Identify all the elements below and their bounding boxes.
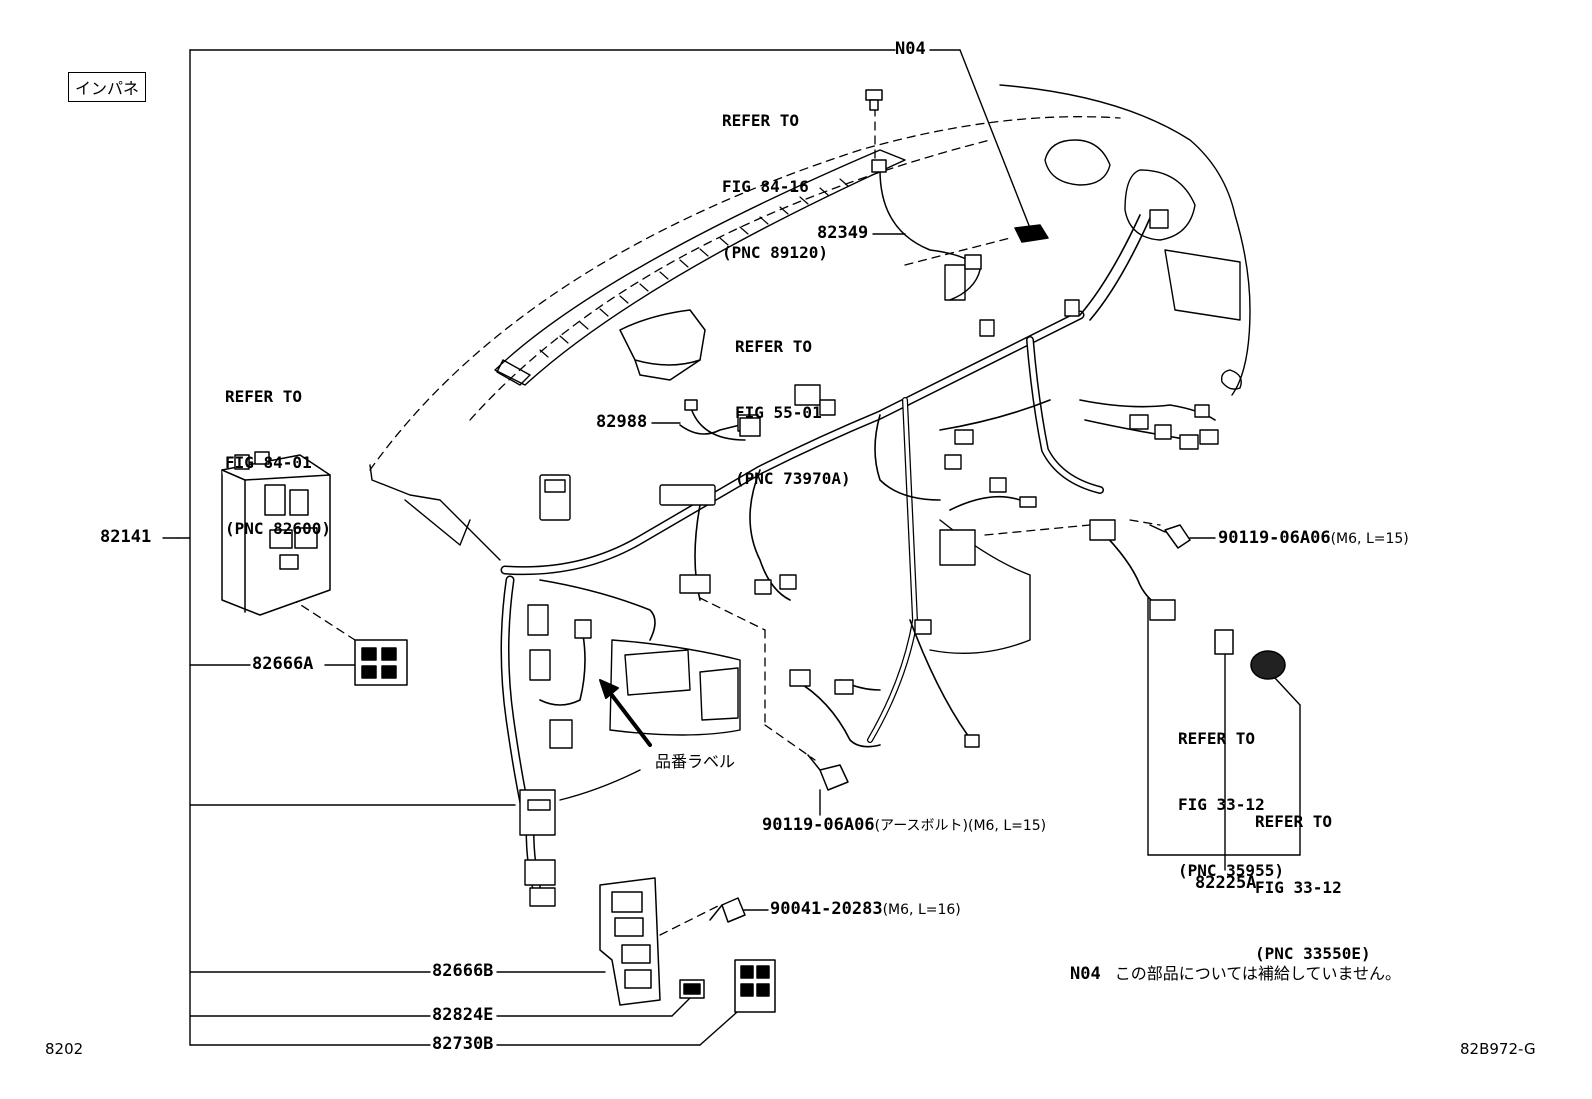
wire-82349 (871, 159, 1049, 301)
ref-line: REFER TO (1255, 812, 1333, 831)
callout-bolt-ground: 90119-06A06(アースボルト)(M6, L=15) (762, 815, 1046, 837)
callout-82141: 82141 (100, 527, 152, 547)
part-spec: (M6, L=15) (1330, 531, 1409, 547)
callout-82730B: 82730B (432, 1034, 494, 1054)
page-code: 8202 (45, 1040, 84, 1058)
harness-connectors (519, 209, 1219, 907)
part-number: 90119-06A06 (1218, 528, 1331, 548)
ref-line: FIG 84-16 (722, 177, 809, 196)
ref-line: REFER TO (1178, 729, 1256, 748)
ref-line: (PNC 89120) (722, 243, 828, 262)
connector-82666B (599, 877, 661, 1006)
callout-n04: N04 (895, 39, 926, 59)
ref-line: (PNC 82600) (225, 519, 331, 538)
callout-82666A: 82666A (252, 654, 314, 674)
part-spec: (アースボルト)(M6, L=15) (874, 818, 1047, 834)
connector-82730B (734, 959, 776, 1013)
ref-line: FIG 33-12 (1178, 795, 1265, 814)
ref-line: REFER TO (225, 387, 303, 406)
reference-fig-84-01: REFER TO FIG 84-01 (PNC 82600) (225, 342, 331, 562)
callout-82349: 82349 (817, 223, 869, 243)
connector-82824E (679, 979, 705, 999)
defroster-grille (494, 149, 906, 386)
wire-82988 (619, 309, 761, 441)
reference-fig-33-12-a: REFER TO FIG 33-12 (PNC 35955) (1178, 684, 1284, 904)
leader-lines (162, 49, 1301, 1046)
ref-line: FIG 84-01 (225, 453, 312, 472)
ref-line: REFER TO (722, 111, 800, 130)
callout-bolt-lower: 90041-20283(M6, L=16) (770, 899, 961, 921)
ref-line: (PNC 35955) (1178, 861, 1284, 880)
callout-82666B: 82666B (432, 961, 494, 981)
part-spec: (M6, L=16) (882, 902, 961, 918)
callout-82988: 82988 (596, 412, 648, 432)
reference-fig-55-01: REFER TO FIG 55-01 (PNC 73970A) (735, 292, 851, 512)
junction-block-82141 (221, 451, 331, 616)
ref-line: FIG 55-01 (735, 403, 822, 422)
section-label: インパネ (68, 72, 147, 102)
part-number: 90041-20283 (770, 899, 883, 919)
callout-82225A: 82225A (1195, 873, 1257, 893)
callout-82824E: 82824E (432, 1005, 494, 1025)
ref-line: FIG 33-12 (1255, 878, 1342, 897)
label-arrow (599, 679, 652, 747)
ref-line: (PNC 33550E) (1255, 944, 1371, 963)
connector-82666A (354, 639, 408, 686)
note-code: N04 (1070, 964, 1101, 984)
note: N04 この部品については補給していません。 (1070, 960, 1401, 985)
label-tag-text: 品番ラベル (655, 752, 736, 771)
ref-line: (PNC 73970A) (735, 469, 851, 488)
callout-bolt-right: 90119-06A06(M6, L=15) (1218, 528, 1409, 550)
reference-fig-33-12-b: REFER TO FIG 33-12 (PNC 33550E) (1255, 767, 1371, 987)
note-text: この部品については補給していません。 (1114, 964, 1401, 983)
screws (709, 89, 1286, 923)
part-number: 90119-06A06 (762, 815, 875, 835)
figure-code: 82B972-G (1460, 1040, 1536, 1058)
reference-fig-84-16: REFER TO FIG 84-16 (PNC 89120) (722, 66, 828, 286)
dashed-assembly-lines (289, 107, 1161, 936)
ref-line: REFER TO (735, 337, 813, 356)
